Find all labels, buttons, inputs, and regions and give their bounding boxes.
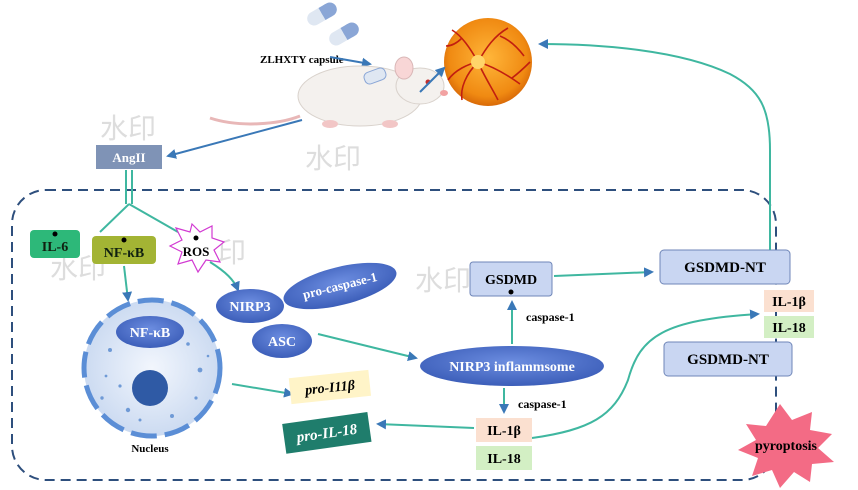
il18-bottom-label: IL-18 — [487, 452, 520, 467]
arrow-gsdmd-to-nt — [553, 267, 654, 278]
il1b-right-label: IL-1β — [772, 295, 806, 310]
il18-bottom-box — [476, 446, 532, 470]
gsdmd-nt-membrane-label: GSDMD-NT — [687, 352, 769, 368]
arrow-nucleus-to-pro — [231, 383, 294, 398]
il18-right-label: IL-18 — [772, 321, 805, 336]
pyroptosis-burst — [738, 404, 834, 488]
gsdmd-box — [469, 261, 553, 297]
arrow-rat-to-angii — [166, 119, 303, 159]
il6-box — [30, 230, 80, 258]
gsdmd-nt-top-box — [659, 249, 791, 285]
watermark: 水印 — [415, 264, 471, 297]
nucleus-nfkb-label: NF-κB — [130, 326, 170, 341]
il1b-bottom-label: IL-1β — [487, 424, 521, 439]
pyroptosis-label: pyroptosis — [755, 439, 818, 454]
nirp3-label: NIRP3 — [229, 300, 270, 315]
il1b-bottom-box — [476, 418, 532, 442]
rat-icon — [209, 56, 448, 128]
il6-label: IL-6 — [42, 240, 68, 255]
retina-icon — [444, 18, 532, 106]
pro-il1b-label: pro-I11β — [303, 378, 356, 398]
arrow-ros-to-nirp3 — [209, 261, 240, 292]
caspase1-up-label: caspase-1 — [526, 310, 575, 324]
ros-label: ROS — [183, 244, 210, 259]
nucleus-label: Nucleus — [131, 443, 169, 455]
inflammasome-ellipse — [420, 346, 604, 386]
watermark: 水印 — [100, 112, 156, 145]
gsdmd-nt-membrane-box — [663, 341, 793, 377]
inflammasome-label: NIRP3 inflammsome — [449, 360, 575, 375]
asc-label: ASC — [268, 335, 296, 350]
watermarks: 水印 水印 水印 水印 水印 — [50, 112, 471, 297]
asc-ellipse — [252, 324, 312, 358]
nfkb-label: NF-κB — [104, 246, 144, 261]
arrow-nfkb-to-nucleus — [122, 265, 133, 302]
arrow-rat-to-retina — [419, 66, 446, 93]
gsdmd-nt-top-label: GSDMD-NT — [684, 260, 766, 276]
angii-branch — [99, 170, 179, 233]
arrow-components-to-inflammasome — [317, 333, 418, 361]
il18-right-box — [764, 316, 814, 338]
angii-label: AngII — [112, 150, 145, 165]
arrow-il-to-pro — [376, 419, 475, 430]
pro-il18-box — [282, 412, 372, 454]
drug-label: ZLHXTY capsule — [260, 54, 344, 66]
arrow-nt-to-retina — [538, 39, 771, 250]
pro-il1b-box — [288, 369, 372, 405]
nirp3-ellipse — [216, 289, 284, 323]
caspase1-down-label: caspase-1 — [518, 397, 567, 411]
arrow-il-release — [531, 309, 760, 439]
nucleus — [81, 297, 223, 439]
ros-burst — [168, 222, 226, 274]
capsule-icon — [307, 2, 359, 46]
gsdmd-label: GSDMD — [485, 273, 537, 288]
watermark: 水印 — [305, 142, 361, 175]
arrow-drug-to-rat — [329, 56, 372, 68]
nfkb-box — [92, 236, 156, 264]
pro-caspase1-ellipse — [283, 262, 397, 310]
il1b-right-box — [764, 290, 814, 312]
angii-box — [96, 145, 162, 169]
